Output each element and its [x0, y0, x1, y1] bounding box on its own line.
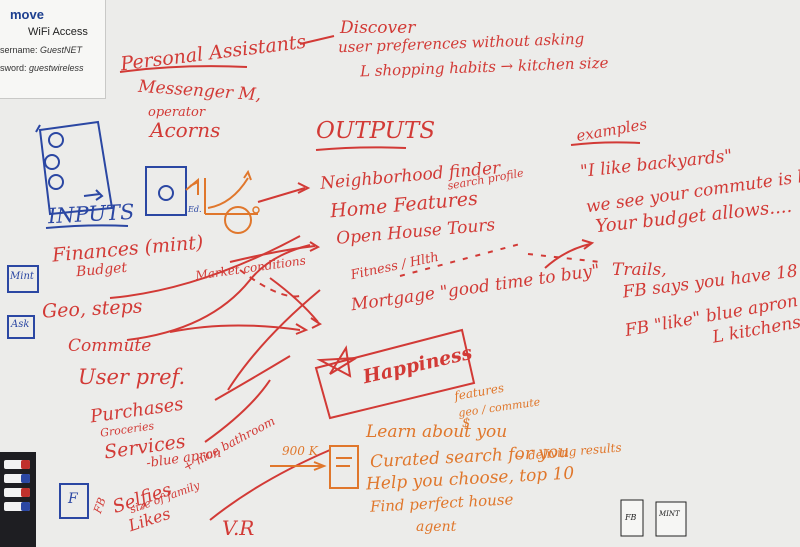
marker-blue-2 — [4, 502, 30, 511]
money-note: $ — [462, 416, 471, 431]
happiness-box — [314, 328, 476, 420]
commute-label: Commute — [68, 336, 152, 356]
username-line: sername: GuestNET — [0, 45, 82, 55]
password-line: sword: guestwireless — [0, 63, 84, 73]
marker-red — [4, 460, 30, 469]
house-graph-sketch — [145, 166, 260, 234]
marker-tray — [0, 452, 36, 547]
fb-sticky — [620, 499, 644, 537]
move-logo: move — [10, 7, 44, 22]
wifi-title: WiFi Access — [28, 26, 88, 38]
username-label: sername: — [0, 45, 38, 55]
marker-red-2 — [4, 488, 30, 497]
inputs-heading: INPUTS — [47, 199, 136, 229]
outputs-heading: OUTPUTS — [316, 118, 436, 144]
ask-box-outline — [7, 315, 35, 339]
assistant-item-acorns: Acorns — [150, 118, 221, 142]
mint-sticky-label: MINT — [659, 510, 680, 518]
example-trails: Trails, — [612, 260, 667, 280]
marker-blue — [4, 474, 30, 483]
mint-sticky — [655, 501, 687, 537]
price-label: 900 K — [282, 444, 318, 458]
ask-box-label: Ask — [11, 319, 30, 330]
fb-box-outline — [59, 483, 89, 519]
fb-box-label: F — [68, 491, 78, 507]
discover-heading: Discover — [340, 18, 416, 38]
learn-about-you: Learn about you — [366, 422, 508, 442]
username-value: GuestNET — [40, 45, 83, 55]
geo-label: Geo, steps — [41, 295, 143, 323]
agent-label: agent — [416, 519, 457, 535]
assistant-item-operator: operator — [148, 105, 206, 120]
mint-box-outline — [7, 265, 39, 293]
wifi-sign: move WiFi Access sername: GuestNET sword… — [0, 0, 106, 99]
vr-label: V.R — [222, 516, 255, 540]
fb-sticky-label: FB — [625, 513, 637, 522]
mint-box-label: Mint — [10, 271, 34, 282]
user-pref-label: User pref. — [78, 365, 186, 389]
phone-sketch — [35, 120, 114, 216]
ed-label: Ed. — [188, 205, 202, 214]
password-label: sword: — [0, 63, 27, 73]
star-icon — [316, 345, 357, 378]
password-value: guestwireless — [29, 63, 84, 73]
